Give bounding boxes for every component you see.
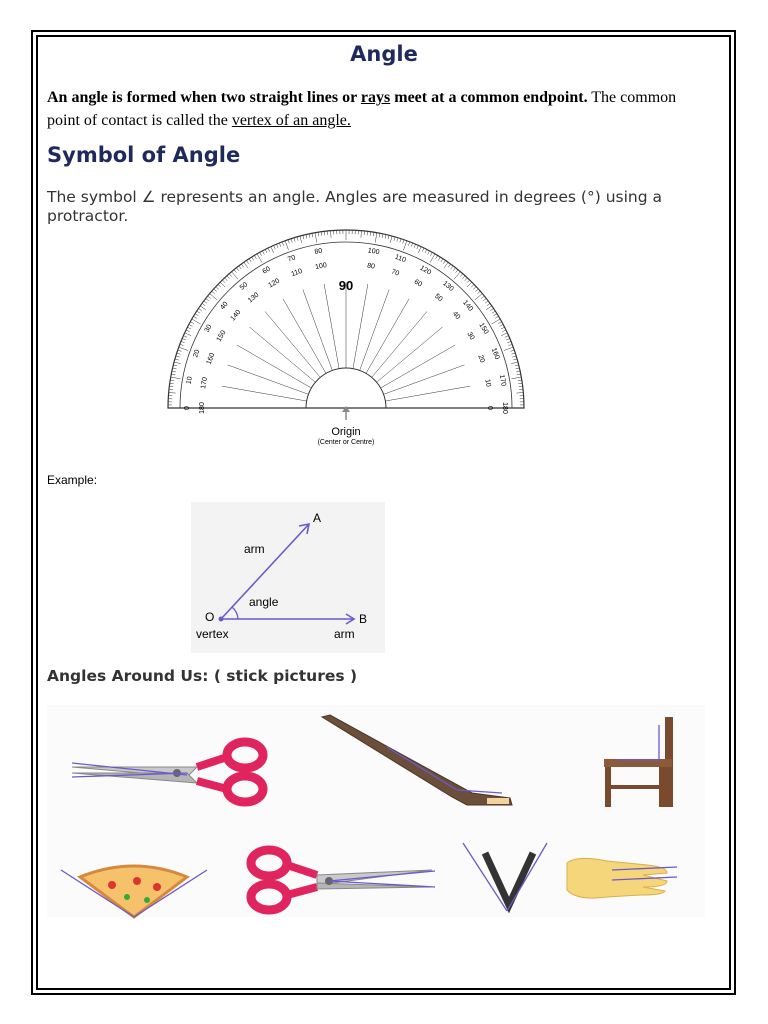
protractor-inner-number: 100	[315, 262, 328, 271]
protractor-inner-number: 10	[483, 379, 491, 388]
protractor-outer-number: 110	[394, 254, 407, 264]
diagram-background	[191, 502, 385, 653]
ray-ob-arrow	[345, 613, 356, 625]
ray-oa	[220, 523, 310, 620]
protractor-spoke	[352, 283, 369, 369]
protractor-outer-number: 0	[184, 406, 191, 410]
protractor-inner-number: 170	[200, 377, 209, 390]
protractor-inner-number: 160	[206, 352, 217, 365]
protractor-outer-number: 30	[204, 323, 214, 333]
protractor-outer-number: 160	[490, 347, 501, 360]
protractor-inner-number: 40	[451, 310, 461, 321]
arm-top-label: arm	[244, 542, 265, 556]
page-title: Angle	[350, 42, 418, 66]
intro-bold-1: An angle is formed when two straight lin…	[47, 89, 361, 106]
origin-sub-label: (Center or Centre)	[318, 439, 375, 446]
origin-arrow-head	[342, 406, 350, 412]
example-label: Example:	[47, 473, 98, 487]
vertex-link[interactable]: vertex of an angle.	[231, 112, 351, 129]
scissors-icon	[71, 737, 268, 807]
angle-diagram: A B O arm angle vertex arm	[191, 502, 385, 653]
intro-bold-2: meet at a common endpoint.	[390, 89, 588, 106]
arm-bottom-label: arm	[334, 627, 355, 641]
chair-icon	[604, 717, 673, 807]
v-shape-icon	[462, 842, 548, 914]
protractor-spoke	[264, 311, 321, 378]
protractor-inner-number: 0	[486, 406, 493, 410]
angles-around-us-figure	[47, 705, 705, 919]
protractor-inner-number: 70	[390, 268, 400, 277]
page-border-outer	[31, 30, 736, 995]
angle-label: angle	[249, 595, 279, 609]
pizza-slice-icon	[60, 864, 208, 919]
intro-normal: The common point of contact is called th…	[47, 89, 677, 129]
hand-icon	[566, 857, 678, 899]
hockey-stick-icon	[320, 714, 513, 806]
protractor-outer-number: 100	[367, 247, 380, 256]
scissors-icon-2	[246, 845, 436, 915]
protractor-90-label: 90	[339, 278, 353, 293]
protractor-inner-number: 20	[476, 354, 485, 364]
protractor-spoke	[359, 289, 390, 371]
protractor-outer-number: 70	[287, 254, 297, 263]
angle-arc	[231, 606, 239, 620]
protractor-inner-number: 50	[433, 293, 444, 303]
symbol-paragraph: The symbol ∠ represents an angle. Angles…	[47, 188, 662, 225]
protractor-spoke	[371, 311, 428, 378]
page-border-inner	[36, 35, 731, 990]
around-heading: Angles Around Us: ( stick pictures )	[47, 667, 358, 685]
protractor-outer-number: 10	[186, 376, 194, 385]
protractor-spoke	[323, 283, 340, 369]
protractor-outer-number: 50	[239, 281, 250, 291]
vertex-label: vertex	[196, 627, 229, 641]
point-b-label: B	[359, 612, 367, 626]
protractor-spoke	[365, 298, 410, 374]
protractor-inner-number: 30	[465, 331, 475, 341]
intro-paragraph: An angle is formed when two straight lin…	[47, 86, 707, 132]
protractor-outer-number: 40	[219, 301, 229, 312]
protractor-inner-number: 150	[216, 329, 228, 343]
protractor-outer-number: 20	[192, 349, 201, 359]
protractor-inner-number: 80	[366, 262, 375, 270]
protractor-spoke	[249, 326, 316, 383]
protractor-inner-number: 110	[290, 268, 303, 278]
point-a-label: A	[313, 511, 321, 525]
protractor-inner-number: 120	[267, 278, 281, 290]
protractor-outer-number: 180	[501, 402, 508, 414]
protractor-spoke	[221, 385, 307, 402]
protractor-spoke	[383, 364, 465, 395]
ray-oa-arrow	[298, 522, 311, 535]
point-o-label: O	[205, 610, 214, 624]
protractor-spoke	[227, 364, 309, 395]
protractor-spoke	[302, 289, 333, 371]
origin-label: Origin	[331, 426, 360, 438]
protractor-spoke	[376, 326, 443, 383]
protractor-spoke	[282, 298, 327, 374]
protractor-spoke	[380, 344, 456, 389]
protractor-outer-number: 150	[477, 322, 489, 336]
protractor-inner-number: 60	[413, 279, 423, 289]
vertex-dot	[218, 616, 224, 622]
protractor-inner-number: 180	[199, 402, 206, 414]
protractor-outer-number: 80	[314, 248, 323, 256]
protractor-spoke	[236, 344, 312, 389]
protractor-outer-number: 120	[419, 265, 433, 277]
protractor-outer-number: 170	[498, 374, 507, 387]
rays-link[interactable]: rays	[360, 89, 391, 106]
symbol-heading: Symbol of Angle	[47, 143, 241, 167]
protractor-spoke	[385, 385, 471, 402]
protractor-outer-number: 60	[262, 266, 272, 276]
